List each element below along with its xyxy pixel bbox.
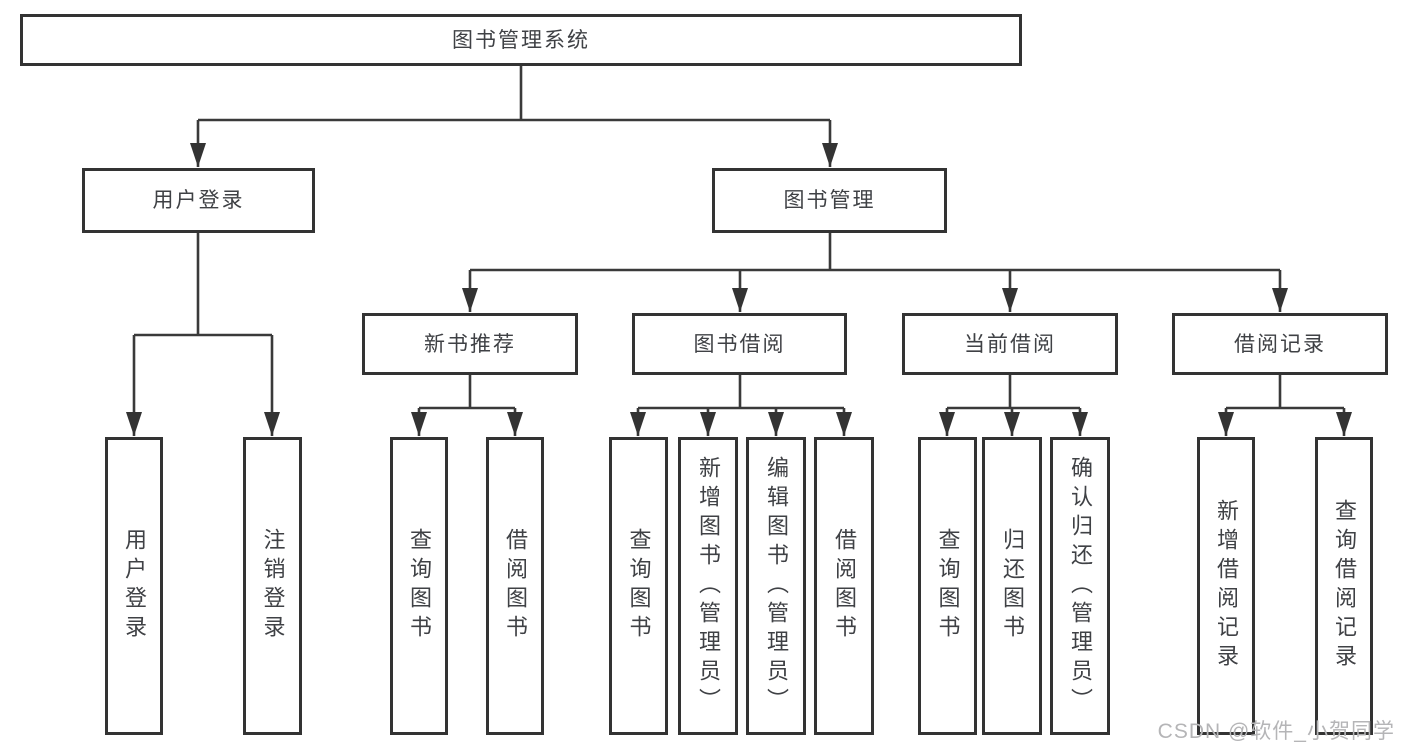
leaf-confirm-return-admin: 确认归还（管理员） <box>1050 437 1110 735</box>
leaf-query-books-recommend: 查询图书 <box>390 437 448 735</box>
leaf-borrow-books: 借阅图书 <box>814 437 874 735</box>
csdn-watermark: CSDN @软件_小贺同学 <box>1157 720 1395 743</box>
node-label: 新书推荐 <box>424 332 516 356</box>
node-label: 图书管理 <box>783 189 876 212</box>
node-current-borrow: 当前借阅 <box>902 313 1118 375</box>
node-label: 用户登录 <box>122 528 147 644</box>
leaf-user-login: 用户登录 <box>105 437 163 735</box>
leaf-logout: 注销登录 <box>243 437 302 735</box>
leaf-add-book-admin: 新增图书（管理员） <box>678 437 738 735</box>
node-user-login: 用户登录 <box>82 168 315 233</box>
leaf-edit-book-admin: 编辑图书（管理员） <box>746 437 806 735</box>
node-label: 确认归还（管理员） <box>1068 455 1093 717</box>
node-label: 查询借阅记录 <box>1332 499 1357 673</box>
node-label: 新增图书（管理员） <box>696 455 721 717</box>
leaf-borrow-books-recommend: 借阅图书 <box>486 437 544 735</box>
node-book-borrow: 图书借阅 <box>632 313 847 375</box>
node-label: 查询图书 <box>935 528 961 644</box>
node-label: 新增借阅记录 <box>1214 499 1239 673</box>
leaf-query-borrow-record: 查询借阅记录 <box>1315 437 1373 735</box>
node-label: 图书管理系统 <box>452 28 590 52</box>
node-label: 当前借阅 <box>964 332 1056 356</box>
node-label: 查询图书 <box>626 528 652 644</box>
node-label: 借阅图书 <box>503 528 528 644</box>
leaf-query-books-current: 查询图书 <box>918 437 977 735</box>
node-label: 图书借阅 <box>693 332 786 356</box>
leaf-add-borrow-record: 新增借阅记录 <box>1197 437 1255 735</box>
node-book-management: 图书管理 <box>712 168 947 233</box>
node-new-book-recommend: 新书推荐 <box>362 313 578 375</box>
node-label: 用户登录 <box>152 189 245 212</box>
node-label: 借阅图书 <box>832 528 857 644</box>
leaf-return-books: 归还图书 <box>982 437 1042 735</box>
node-label: 注销登录 <box>260 528 286 644</box>
node-label: 查询图书 <box>407 528 432 644</box>
node-label: 借阅记录 <box>1234 332 1326 356</box>
node-borrow-records: 借阅记录 <box>1172 313 1388 375</box>
leaf-query-books-borrow: 查询图书 <box>609 437 668 735</box>
node-label: 编辑图书（管理员） <box>764 455 789 717</box>
node-root: 图书管理系统 <box>20 14 1022 66</box>
node-label: 归还图书 <box>1000 528 1025 644</box>
